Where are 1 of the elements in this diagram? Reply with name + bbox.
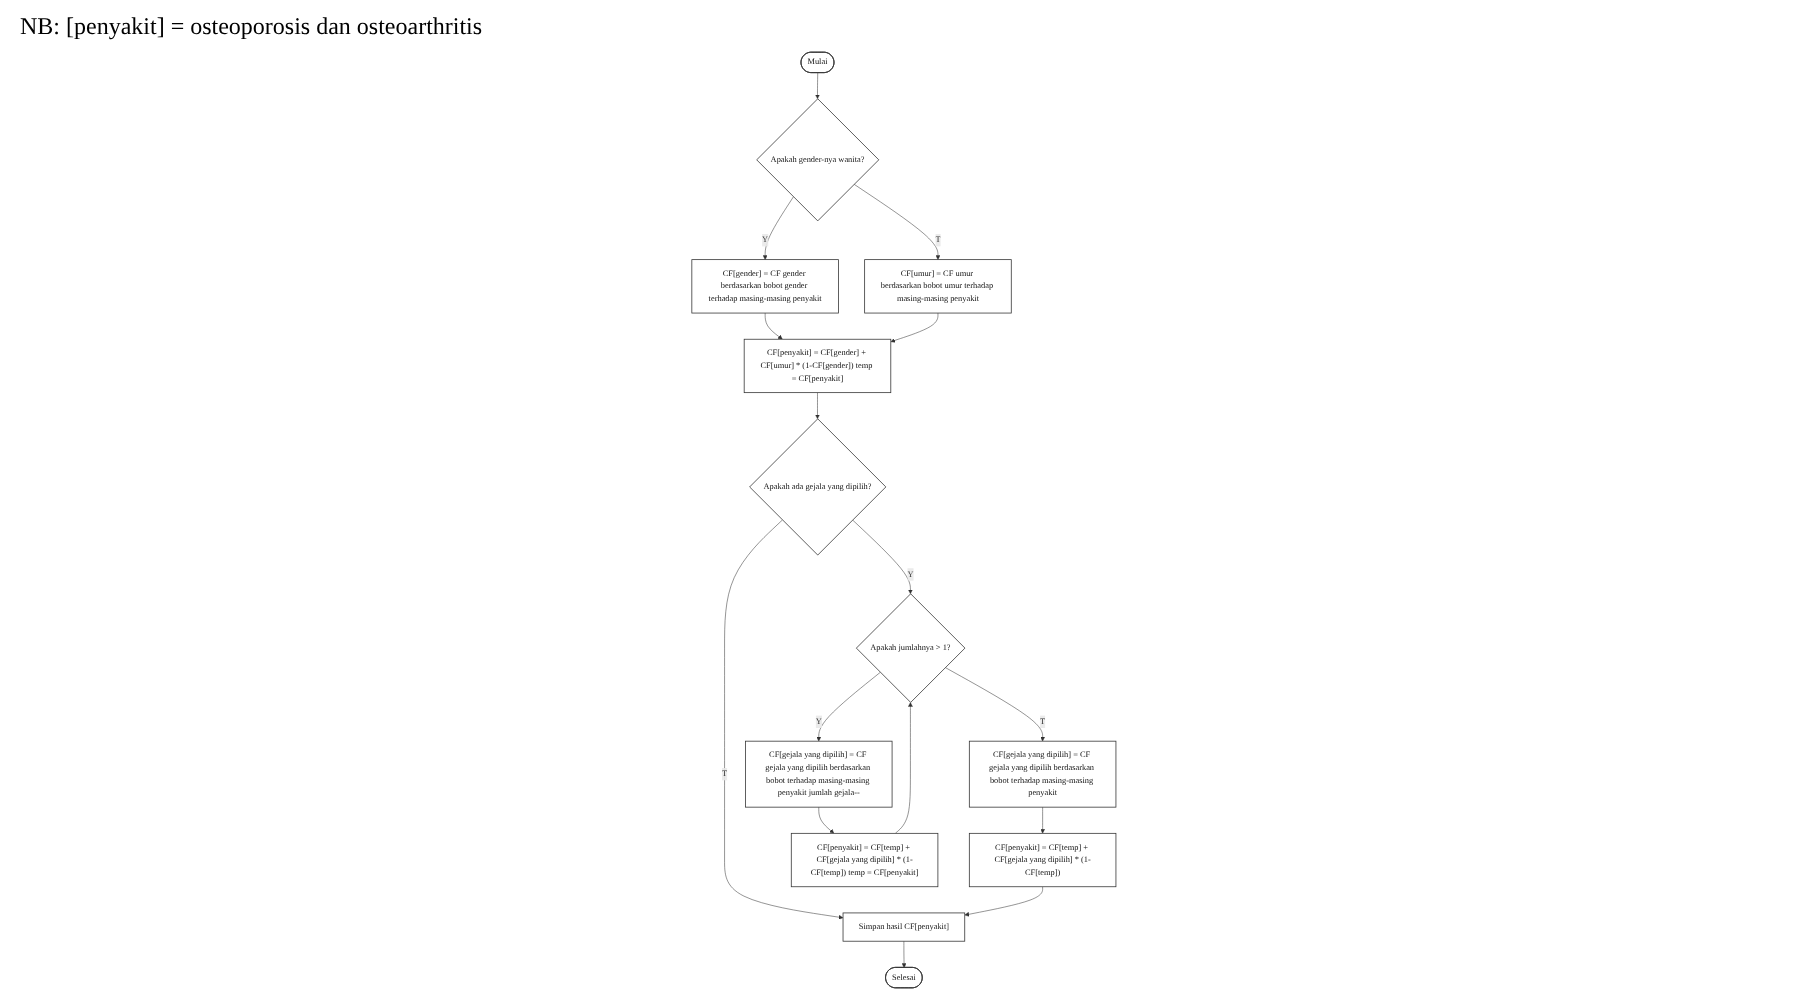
note-text: NB: [penyakit] = osteoporosis dan osteoarthritis [20,12,483,42]
